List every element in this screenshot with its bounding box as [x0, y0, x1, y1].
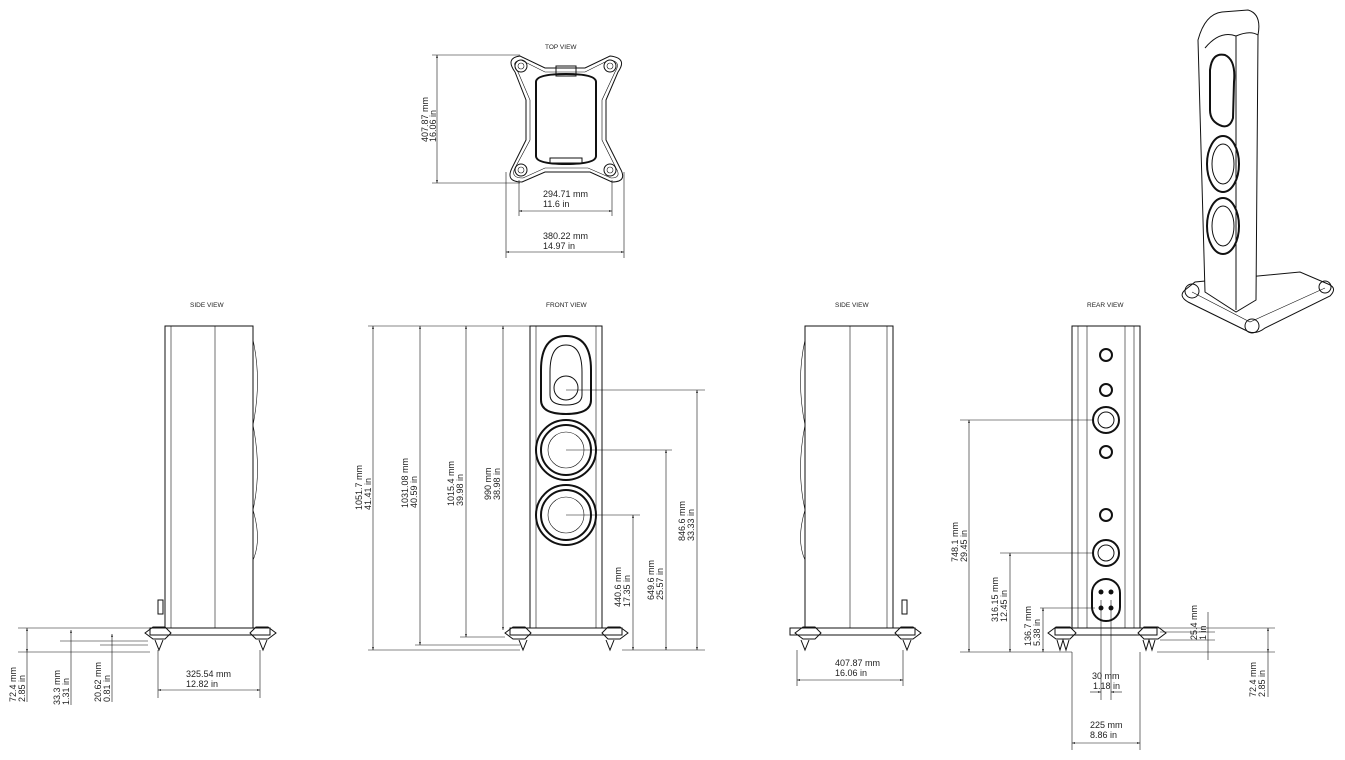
dim-label: 2.85 in — [17, 675, 27, 702]
dim-label: 25.4 mm — [1189, 605, 1199, 640]
cabinet-side — [804, 325, 894, 629]
dim-label: 225 mm — [1090, 720, 1123, 730]
dim-label: 1031.08 mm — [400, 458, 410, 508]
dim-label: 30 mm — [1092, 671, 1120, 681]
dim-label: 1015.4 mm — [446, 461, 456, 506]
dim-label: 72.4 mm — [1248, 662, 1258, 697]
dim-label: 17.35 in — [622, 575, 632, 607]
dim-label: 12.82 in — [186, 679, 218, 689]
dim-label: 2.85 in — [1257, 670, 1267, 697]
dim-label: 846.6 mm — [677, 501, 687, 541]
dim-label: 8.86 in — [1090, 730, 1117, 740]
rear-view: REAR VIEW 748.1 mm 29.45 in 316.15 mm 12… — [950, 302, 1275, 750]
dim-label: 1.31 in — [61, 678, 71, 705]
side-view-title: SIDE VIEW — [835, 302, 869, 309]
jack-icon — [1099, 508, 1113, 522]
top-view: TOP VIEW 407.87 mm 16.06 in 294.71 mm 11… — [420, 44, 625, 258]
isometric-view — [1181, 9, 1334, 334]
dim-label: 72.4 mm — [8, 667, 18, 702]
plinth — [789, 627, 916, 636]
dim-label: 41.41 in — [363, 478, 373, 510]
port-icon — [1092, 539, 1120, 567]
dim-label: 990 mm — [483, 467, 493, 500]
plinth-outline — [509, 55, 624, 183]
dim-label: 40.59 in — [409, 476, 419, 508]
dim-label: 136.7 mm — [1023, 606, 1033, 646]
dim-label: 38.98 in — [492, 468, 502, 500]
top-view-title: TOP VIEW — [545, 44, 577, 51]
woofer-iso — [1206, 197, 1240, 255]
plinth — [149, 627, 271, 636]
side-view-title: SIDE VIEW — [190, 302, 224, 309]
dim-label: 5.38 in — [1032, 619, 1042, 646]
dim-label: 20.62 mm — [93, 662, 103, 702]
dim-label: 25.57 in — [655, 568, 665, 600]
port-icon — [1092, 406, 1120, 434]
cabinet-side — [164, 325, 254, 629]
cabinet-rear — [1071, 325, 1141, 629]
foot-icon — [603, 163, 617, 177]
dim-label: 33.33 in — [686, 509, 696, 541]
front-view: FRONT VIEW 1051.7 mm 41.41 in 1031.08 mm… — [354, 302, 705, 652]
dim-label: 407.87 mm — [420, 97, 430, 142]
side-view-left: SIDE VIEW 72.4 mm 2.85 in 33.3 mm 1.31 i… — [8, 302, 277, 705]
dim-label: 29.45 in — [959, 530, 969, 562]
dim-label: 316.15 mm — [990, 577, 1000, 622]
dim-label: 12.45 in — [999, 590, 1009, 622]
dim-label: 325.54 mm — [186, 669, 231, 679]
dim-label: 649.6 mm — [646, 560, 656, 600]
front-view-title: FRONT VIEW — [546, 302, 588, 309]
side-view-right: SIDE VIEW 407.87 mm 16.06 in — [789, 302, 922, 686]
jack-icon — [1099, 383, 1113, 397]
dim-label: 748.1 mm — [950, 522, 960, 562]
tweeter-iso — [1209, 53, 1236, 128]
dim-label: 11.6 in — [543, 199, 569, 209]
dim-label: 440.6 mm — [613, 567, 623, 607]
tweeter-housing — [540, 334, 592, 416]
jack-icon — [1099, 445, 1113, 459]
woofer-iso — [1206, 135, 1240, 193]
rear-view-title: REAR VIEW — [1087, 302, 1124, 309]
jack-icon — [1099, 348, 1113, 362]
speaker-terminals — [1091, 578, 1121, 622]
plinth — [509, 627, 623, 636]
plinth — [1054, 627, 1158, 636]
dim-label: 39.98 in — [455, 474, 465, 506]
dim-label: 14.97 in — [543, 241, 575, 251]
dim-label: 1 in — [1198, 625, 1208, 640]
dim-label: 0.81 in — [102, 675, 112, 702]
dim-label: 16.06 in — [835, 668, 867, 678]
dim-label: 407.87 mm — [835, 658, 880, 668]
dim-label: 1051.7 mm — [354, 465, 364, 510]
dim-label: 1.18 in — [1093, 681, 1120, 691]
dim-label: 16.06 in — [428, 110, 438, 142]
dim-label: 33.3 mm — [52, 670, 62, 705]
cabinet-top — [535, 72, 597, 166]
foot-icon — [514, 163, 528, 177]
dim-label: 380.22 mm — [543, 231, 588, 241]
tweeter — [553, 375, 579, 401]
dim-label: 294.71 mm — [543, 189, 588, 199]
foot-icon — [514, 59, 528, 73]
foot-icon — [603, 59, 617, 73]
